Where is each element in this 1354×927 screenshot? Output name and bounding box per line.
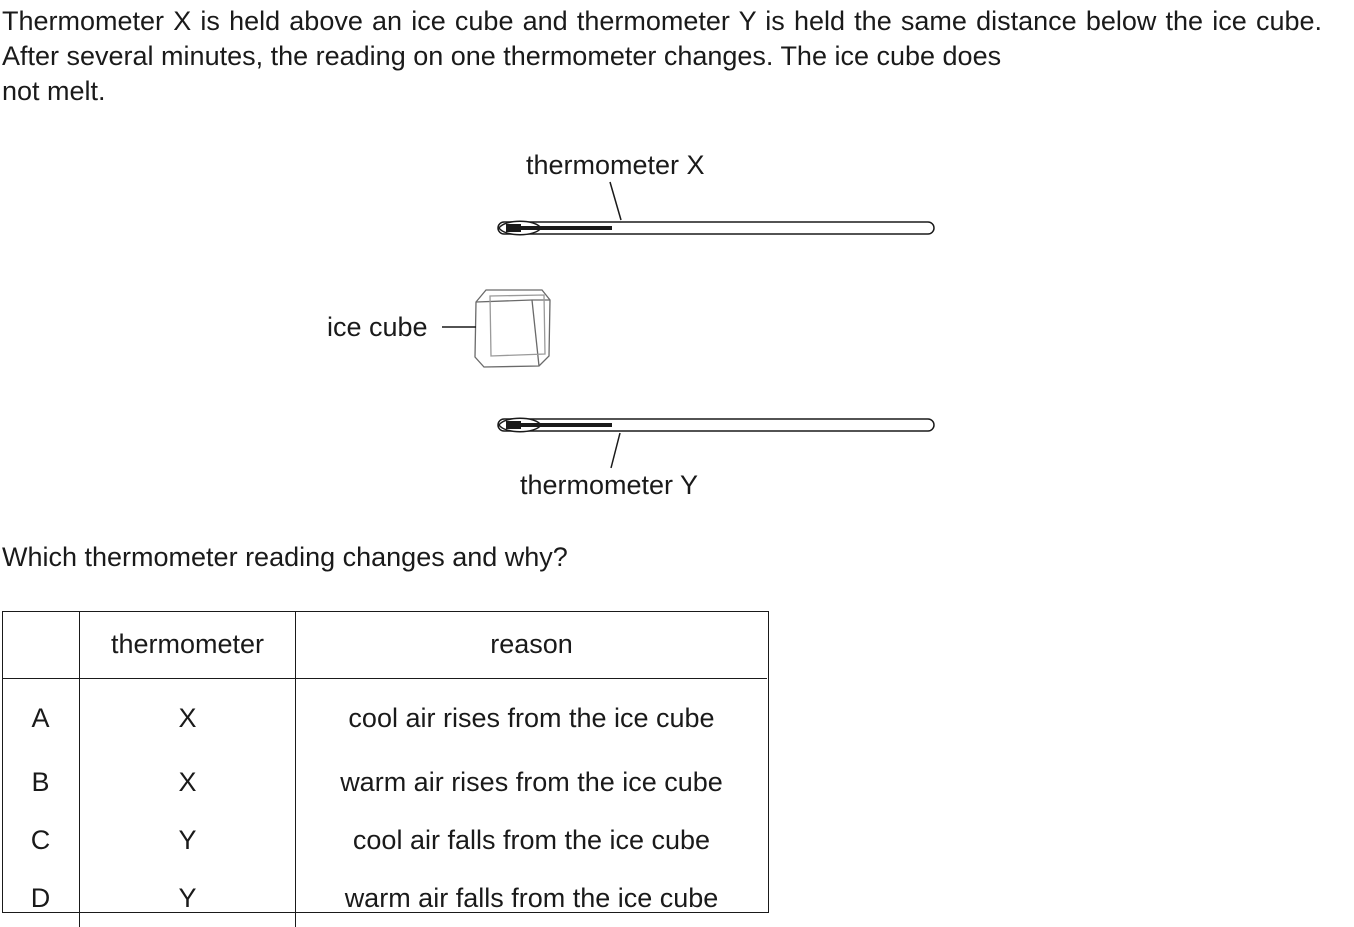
question-text: Which thermometer reading changes and wh…	[2, 542, 568, 572]
question-stem: Thermometer X is held above an ice cube …	[2, 4, 1322, 109]
option-letter[interactable]: D	[2, 869, 80, 927]
option-reason: cool air rises from the ice cube	[348, 702, 715, 733]
option-letter[interactable]: C	[2, 811, 80, 869]
header-option	[2, 611, 80, 679]
option-thermometer: Y	[79, 811, 296, 869]
option-thermometer: X	[79, 678, 296, 753]
answer-table: thermometer reason A X cool air rises fr…	[2, 611, 767, 927]
ice-cube-label: ice cube	[327, 312, 428, 342]
header-reason: reason	[295, 611, 767, 679]
thermometer-y-label: thermometer Y	[520, 470, 698, 500]
thermometer-x-label: thermometer X	[526, 150, 705, 180]
option-reason: warm air rises from the ice cube	[340, 766, 723, 797]
question-stem-text: Thermometer X is held above an ice cube …	[2, 6, 1322, 71]
table-row[interactable]: C Y cool air falls from the ice cube	[2, 811, 767, 869]
table-header-row: thermometer reason	[2, 611, 767, 679]
table-row[interactable]: B X warm air rises from the ice cube	[2, 753, 767, 811]
table-row[interactable]: D Y warm air falls from the ice cube	[2, 869, 767, 927]
option-thermometer: Y	[79, 869, 296, 927]
ice-cube: ice cube	[327, 289, 551, 368]
thermometer-y: thermometer Y	[497, 417, 935, 500]
option-reason: cool air falls from the ice cube	[352, 824, 711, 855]
thermometer-x: thermometer X	[497, 150, 935, 236]
table-row[interactable]: A X cool air rises from the ice cube	[2, 678, 767, 753]
header-thermometer: thermometer	[79, 611, 296, 679]
option-thermometer: X	[79, 753, 296, 811]
thermometer-diagram: thermometer X ice cube thermometer Y	[327, 150, 935, 500]
question-stem-end: not melt.	[2, 76, 106, 106]
option-reason: warm air falls from the ice cube	[344, 882, 719, 913]
option-letter[interactable]: A	[2, 678, 80, 753]
option-letter[interactable]: B	[2, 753, 80, 811]
